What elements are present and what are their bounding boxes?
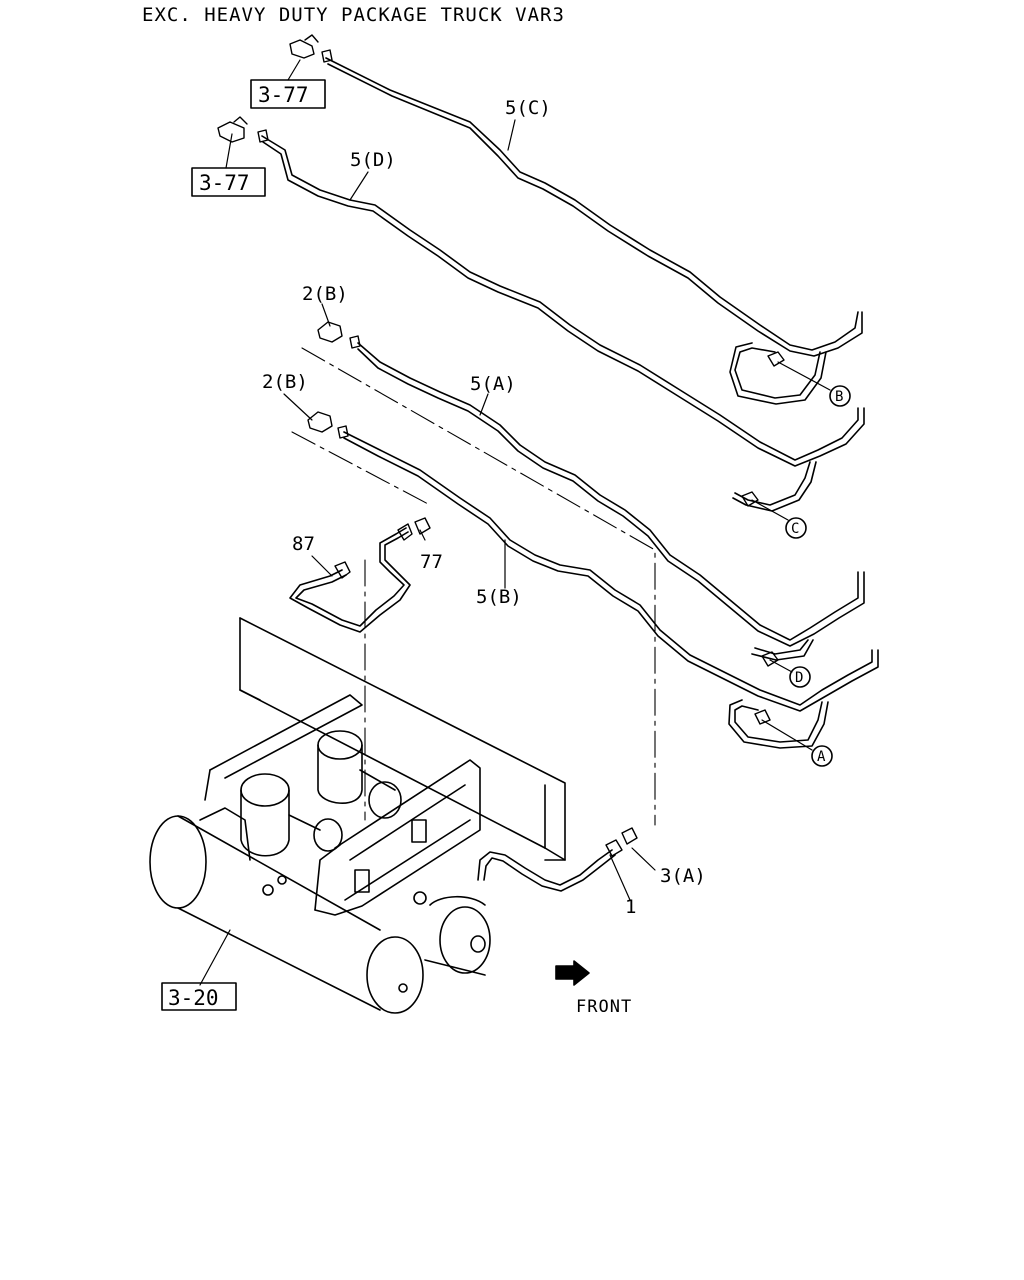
ref-label-3-77-second: 3-77 <box>199 171 250 195</box>
callout-1: 1 <box>625 896 636 918</box>
pipe-5c <box>325 57 863 405</box>
callout-5c: 5(C) <box>505 97 551 119</box>
frame-rail <box>239 617 566 861</box>
callout-5a: 5(A) <box>470 373 516 395</box>
leader-lines <box>199 59 831 986</box>
front-direction-arrow-icon <box>555 960 590 986</box>
callout-2b-lower: 2(B) <box>262 371 308 393</box>
callout-5b: 5(B) <box>476 586 522 608</box>
circle-letter-a: A <box>817 749 826 765</box>
callout-77: 77 <box>420 551 443 573</box>
pipe-1 <box>477 849 616 892</box>
circle-marker-c <box>785 517 807 539</box>
alignment-lines <box>291 347 656 826</box>
valves-on-bracket <box>240 730 402 857</box>
ref-box-3-20 <box>161 982 237 1011</box>
page-title: EXC. HEAVY DUTY PACKAGE TRUCK VAR3 <box>142 4 565 26</box>
circle-marker-b <box>829 385 851 407</box>
callout-5d: 5(D) <box>350 149 396 171</box>
pipe-5d <box>261 135 865 512</box>
ref-label-3-77-top: 3-77 <box>258 83 309 107</box>
front-label: FRONT <box>576 997 632 1017</box>
callout-87: 87 <box>292 533 315 555</box>
pipe-5b <box>343 431 879 749</box>
bracket-assembly <box>199 694 481 916</box>
callout-3a: 3(A) <box>660 865 706 887</box>
fittings <box>217 34 785 857</box>
pipe-5a <box>357 342 865 661</box>
ref-box-3-77-second <box>191 167 266 197</box>
circle-letter-b: B <box>835 389 843 405</box>
hose-87 <box>289 527 411 633</box>
ref-box-3-77-top <box>250 79 326 109</box>
air-tank-small <box>413 891 491 976</box>
ref-label-3-20: 3-20 <box>168 986 219 1010</box>
callout-2b-upper: 2(B) <box>302 283 348 305</box>
circle-marker-a <box>811 745 833 767</box>
air-tank-large <box>149 815 424 1014</box>
circle-marker-d <box>789 666 811 688</box>
circle-letter-c: C <box>791 521 799 537</box>
circle-letter-d: D <box>795 670 803 686</box>
